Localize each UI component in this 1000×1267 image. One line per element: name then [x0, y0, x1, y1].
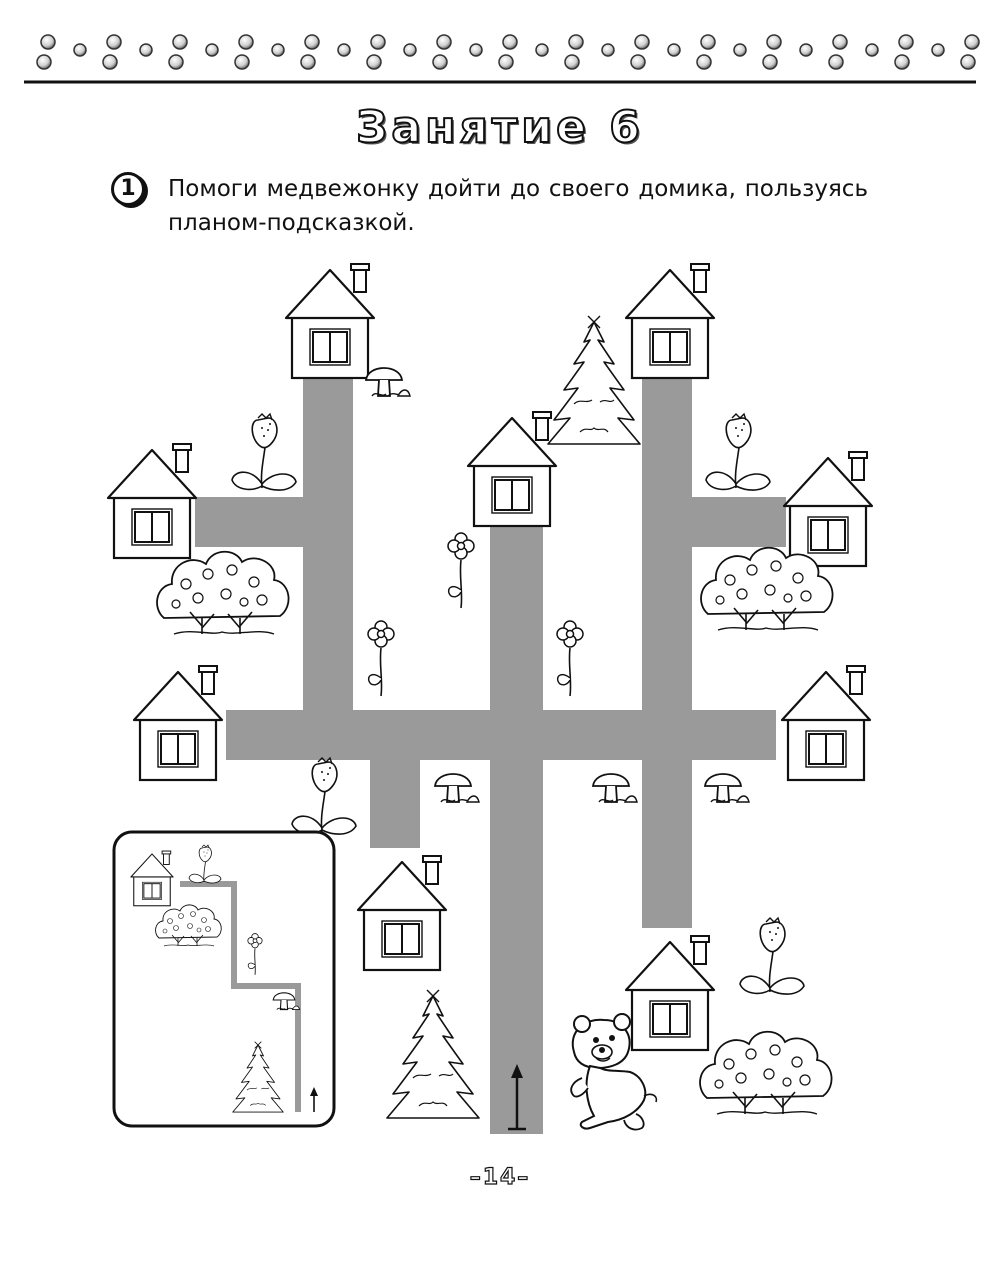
- bead: [300, 54, 316, 70]
- house-icon[interactable]: [624, 934, 716, 1052]
- bead: [436, 34, 452, 50]
- bead: [733, 43, 747, 57]
- bead: [828, 54, 844, 70]
- flower-icon: [556, 620, 584, 697]
- house-icon[interactable]: [624, 262, 716, 380]
- bead: [469, 43, 483, 57]
- bead: [172, 34, 188, 50]
- bead: [40, 34, 56, 50]
- house-icon[interactable]: [356, 854, 448, 972]
- house-icon[interactable]: [106, 442, 198, 560]
- fir-tree-icon: [386, 989, 480, 1119]
- bead: [762, 54, 778, 70]
- mushroom-icon: [592, 773, 638, 803]
- bead: [898, 34, 914, 50]
- house-icon[interactable]: [782, 450, 874, 568]
- bead: [630, 54, 646, 70]
- bead: [502, 34, 518, 50]
- bead: [696, 54, 712, 70]
- bead: [337, 43, 351, 57]
- bead: [432, 54, 448, 70]
- mushroom-icon: [365, 367, 411, 397]
- lesson-title: Занятие 6: [355, 101, 644, 154]
- bead: [960, 54, 976, 70]
- bead: [601, 43, 615, 57]
- bead: [36, 54, 52, 70]
- bead: [564, 54, 580, 70]
- mushroom-icon: [434, 773, 480, 803]
- bead: [370, 34, 386, 50]
- bead: [535, 43, 549, 57]
- bead: [964, 34, 980, 50]
- bead: [667, 43, 681, 57]
- bead: [894, 54, 910, 70]
- page-number: –14–: [469, 1164, 531, 1190]
- bead: [139, 43, 153, 57]
- bead: [498, 54, 514, 70]
- bead: [271, 43, 285, 57]
- mushroom-icon: [704, 773, 750, 803]
- bush-icon: [700, 546, 834, 631]
- house-icon[interactable]: [780, 664, 872, 782]
- road-maze: [195, 370, 786, 1134]
- bead: [102, 54, 118, 70]
- bead: [106, 34, 122, 50]
- strawberry-icon: [739, 917, 805, 995]
- bead: [799, 43, 813, 57]
- task-number-badge: 1: [111, 172, 145, 206]
- house-icon[interactable]: [466, 410, 558, 528]
- bead: [234, 54, 250, 70]
- flower-icon: [367, 620, 395, 697]
- bush-icon: [156, 550, 290, 635]
- bead: [700, 34, 716, 50]
- fir-tree-icon: [547, 315, 641, 445]
- strawberry-icon: [291, 757, 357, 835]
- bush-icon: [699, 1030, 833, 1115]
- house-icon[interactable]: [132, 664, 224, 782]
- bead: [832, 34, 848, 50]
- bead: [366, 54, 382, 70]
- strawberry-icon: [705, 413, 771, 491]
- flower-icon: [447, 532, 475, 609]
- start-arrow-icon: [508, 1064, 526, 1131]
- bead: [865, 43, 879, 57]
- bead: [403, 43, 417, 57]
- task-instructions: Помоги медвежонку дойти до своего домика…: [168, 176, 868, 236]
- bead-border: [24, 34, 980, 84]
- bead: [766, 34, 782, 50]
- hint-start-arrow-icon: [310, 1087, 318, 1112]
- bead: [168, 54, 184, 70]
- bead: [73, 43, 87, 57]
- strawberry-icon: [231, 413, 297, 491]
- house-icon[interactable]: [284, 262, 376, 380]
- bead: [238, 34, 254, 50]
- bead: [568, 34, 584, 50]
- bead: [634, 34, 650, 50]
- bead: [205, 43, 219, 57]
- bead: [304, 34, 320, 50]
- hint-plan: [112, 830, 336, 1128]
- bead: [931, 43, 945, 57]
